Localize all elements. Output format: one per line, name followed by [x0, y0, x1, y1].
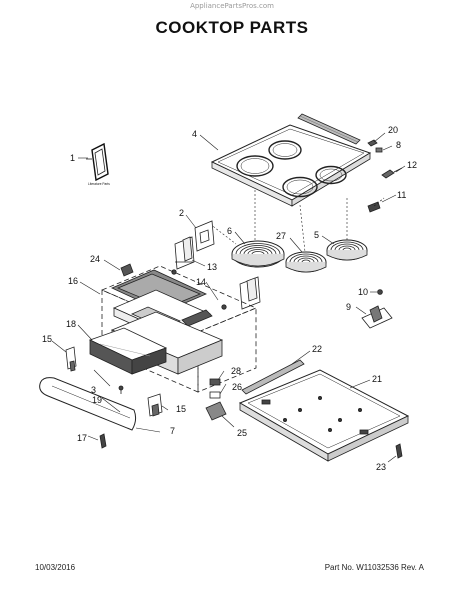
- callout-20: 20: [388, 125, 398, 135]
- callout-24: 24: [90, 254, 100, 264]
- callout-25: 25: [237, 428, 247, 438]
- callout-19: 19: [92, 395, 102, 405]
- switch-housing-18[interactable]: [88, 327, 168, 375]
- callout-22: 22: [312, 344, 322, 354]
- callout-5: 5: [314, 230, 319, 240]
- radiant-element-27[interactable]: [285, 251, 327, 273]
- screw-17[interactable]: [99, 433, 107, 449]
- sensor-28[interactable]: [209, 378, 221, 386]
- callout-9: 9: [346, 302, 351, 312]
- terminal-12[interactable]: [381, 167, 403, 179]
- radiant-element-5[interactable]: [326, 239, 368, 261]
- callout-14: 14: [196, 277, 206, 287]
- bracket-9[interactable]: [361, 305, 393, 329]
- literature-label: Literature Parts: [88, 182, 110, 186]
- callout-12: 12: [407, 160, 417, 170]
- screw-13[interactable]: [171, 269, 177, 275]
- front-trim-7[interactable]: [39, 377, 137, 431]
- sensor-26[interactable]: [209, 391, 221, 399]
- side-bracket-15-right[interactable]: [147, 393, 163, 417]
- callout-15-right: 15: [176, 404, 186, 414]
- screw-3[interactable]: [118, 385, 124, 394]
- callout-6: 6: [227, 226, 232, 236]
- leader-lines: [51, 132, 406, 463]
- footer-part-number: Part No. W11032536 Rev. A: [324, 563, 424, 572]
- footer-date: 10/03/2016: [35, 563, 76, 572]
- callout-1: 1: [70, 153, 75, 163]
- callout-13: 13: [207, 262, 217, 272]
- callout-26: 26: [232, 382, 242, 392]
- watermark: AppliancePartsPros.com: [190, 2, 274, 10]
- callout-28: 28: [231, 366, 241, 376]
- bracket-2[interactable]: [194, 220, 215, 252]
- callout-21: 21: [372, 374, 382, 384]
- bracket-13[interactable]: [174, 236, 195, 270]
- callout-10: 10: [358, 287, 368, 297]
- alignment-lines: [209, 190, 348, 253]
- page-title: COOKTOP PARTS: [155, 18, 309, 37]
- literature-parts[interactable]: Literature Parts: [86, 142, 110, 186]
- callout-18: 18: [66, 319, 76, 329]
- radiant-element-6[interactable]: [231, 240, 285, 268]
- rear-rail-22[interactable]: [241, 359, 305, 395]
- screw-23[interactable]: [395, 443, 403, 459]
- callout-16: 16: [68, 276, 78, 286]
- side-bracket-15-left[interactable]: [65, 346, 77, 372]
- clip-24[interactable]: [120, 263, 134, 277]
- screw-10[interactable]: [377, 289, 383, 295]
- callout-27: 27: [276, 231, 286, 241]
- callout-17: 17: [77, 433, 87, 443]
- callout-2: 2: [179, 208, 184, 218]
- callout-11: 11: [397, 190, 406, 200]
- bracket-14[interactable]: [239, 276, 261, 310]
- clip-11[interactable]: [367, 197, 385, 213]
- callout-4: 4: [192, 129, 197, 139]
- rear-trim-strip[interactable]: [297, 113, 361, 145]
- callout-8: 8: [396, 140, 401, 150]
- callout-23: 23: [376, 462, 386, 472]
- callouts: 1 2 3 4 5 6 7 8 9 10 11 12 13 14 15 15 1…: [42, 125, 417, 472]
- callout-3: 3: [91, 385, 96, 395]
- bracket-25[interactable]: [205, 401, 227, 421]
- small-screw-8[interactable]: [375, 147, 383, 153]
- cooktop-frame-21[interactable]: [238, 369, 410, 462]
- callout-7: 7: [170, 426, 175, 436]
- screw-14[interactable]: [221, 304, 227, 310]
- callout-15-left: 15: [42, 334, 52, 344]
- cooktop-glass[interactable]: [210, 124, 372, 207]
